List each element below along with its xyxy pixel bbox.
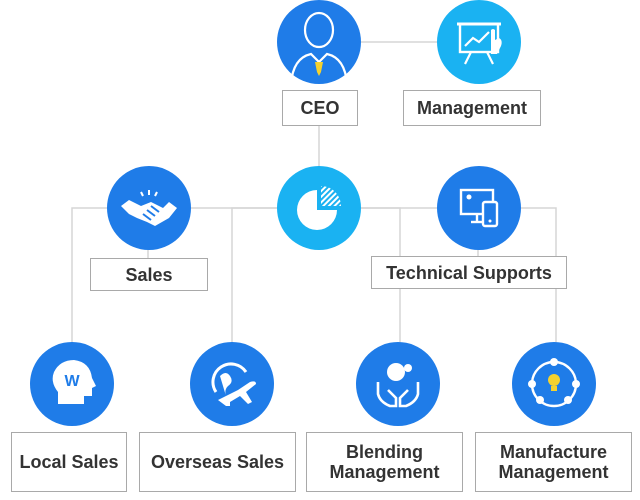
sales-node[interactable]	[107, 166, 191, 250]
overseas-sales-label-text: Overseas Sales	[150, 452, 285, 472]
local-sales-node[interactable]: W	[30, 342, 114, 426]
person-tie-icon	[289, 11, 349, 84]
connector-center-right	[360, 207, 401, 345]
management-node[interactable]	[437, 0, 521, 84]
ceo-node[interactable]	[277, 0, 361, 84]
overseas-sales-node[interactable]	[190, 342, 274, 426]
pie-chart-icon	[297, 186, 341, 230]
devices-icon	[459, 188, 499, 228]
overseas-sales-label: Overseas Sales	[139, 432, 296, 492]
center-node[interactable]	[277, 166, 361, 250]
connector-sales-bracket	[71, 207, 110, 345]
handshake-icon	[121, 190, 177, 226]
technical-supports-label: Technical Supports	[371, 256, 567, 289]
ceo-label-text: CEO	[300, 98, 340, 118]
manufacture-management-label-text: Manufacture Management	[498, 442, 609, 482]
technical-supports-label-text: Technical Supports	[386, 262, 552, 283]
manufacture-management-label: Manufacture Management	[475, 432, 632, 492]
team-idea-icon	[528, 358, 580, 408]
technical-supports-node[interactable]	[437, 166, 521, 250]
hands-molecule-icon	[376, 363, 420, 408]
manufacture-management-node[interactable]	[512, 342, 596, 426]
ceo-label: CEO	[282, 90, 358, 126]
management-label: Management	[403, 90, 541, 126]
sales-label-text: Sales	[125, 264, 173, 285]
sales-label: Sales	[90, 258, 208, 291]
globe-plane-icon	[211, 362, 256, 406]
presentation-board-icon	[457, 22, 502, 65]
local-sales-label-text: Local Sales	[19, 452, 119, 472]
svg-text:W: W	[64, 373, 80, 390]
connector-center-left	[231, 207, 278, 345]
head-w-icon: W	[52, 360, 96, 404]
connector-tech-bracket	[520, 207, 557, 345]
blending-management-label: Blending Management	[306, 432, 463, 492]
blending-management-label-text: Blending Management	[329, 442, 440, 482]
local-sales-label: Local Sales	[11, 432, 127, 492]
blending-management-node[interactable]	[356, 342, 440, 426]
management-label-text: Management	[416, 98, 528, 118]
